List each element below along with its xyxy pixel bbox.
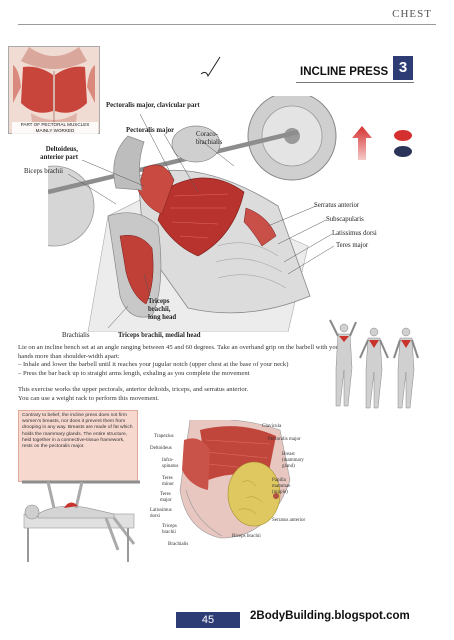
page-number: 45	[201, 614, 215, 626]
site-watermark[interactable]: 2BodyBuilding.blogspot.com	[250, 610, 410, 622]
callout-text: Contrary to belief, the incline press do…	[22, 413, 133, 450]
label-pec-clavicular: Pectoralis major, clavicular part	[106, 102, 200, 109]
label-clavicula: Clavicula	[262, 424, 282, 429]
header-rule	[18, 24, 436, 25]
label-deltoideus: Deltoideus	[150, 446, 172, 451]
label-trapezius: Trapezius	[154, 434, 174, 439]
label-teres-major: Teres major	[336, 242, 369, 249]
page-badge	[176, 612, 240, 628]
instruction-line: – Press the bar back up to straight arms…	[18, 369, 250, 377]
exercise-number: 3	[393, 56, 413, 80]
label-triceps-long: Triceps brachii, long head	[148, 298, 177, 321]
red-dot-icon	[394, 130, 412, 141]
label-biceps: Biceps brachii	[24, 168, 64, 175]
label-papilla: Papilla mammae (nipple)	[272, 478, 291, 495]
summary-text: This exercise works the upper pectorals,…	[18, 386, 348, 403]
label-infraspinatus: Infra-spinatus	[162, 458, 179, 469]
label-breast: Breast (mammary gland)	[282, 452, 304, 469]
title-rule	[296, 82, 414, 83]
label-brachialis-2: Brachialis	[168, 542, 189, 547]
instruction-line: Lie on an incline bench set at an angle …	[18, 344, 342, 360]
label-subscapularis: Subscapularis	[326, 216, 364, 223]
breast-anatomy-illustration	[179, 420, 291, 539]
label-latissimus-dorsi: Latissimus dorsi	[332, 230, 377, 237]
lying-press-illustration	[22, 480, 140, 562]
label-biceps-2: Biceps brachii	[232, 534, 261, 539]
label-brachialis: Brachialis	[62, 332, 90, 339]
check-mark-icon	[200, 56, 221, 78]
label-teres-minor: Teres minor	[162, 476, 174, 487]
label-pec-major-2: Pectoralis major	[268, 437, 301, 442]
summary-line: This exercise works the upper pectorals,…	[18, 386, 249, 393]
label-triceps-medial: Triceps brachii, medial head	[118, 332, 201, 339]
callout-box	[18, 410, 138, 482]
label-serratus-2: Serratus anterior	[272, 518, 306, 523]
label-teres-major-2: Teres major	[160, 492, 172, 503]
instructions-text: Lie on an incline bench set at an angle …	[18, 344, 348, 378]
pectoral-thumbnail	[8, 46, 100, 134]
standing-figures-illustration	[329, 319, 419, 409]
exercise-title: INCLINE PRESS	[300, 66, 389, 78]
navy-dot-icon	[394, 146, 412, 157]
thumbnail-caption: PART OF PECTORAL MUSCLES MAINLY WORKED	[12, 122, 98, 134]
label-coracobrachialis: Coraco-brachialis	[196, 131, 223, 146]
label-latissimus-2: Latissimus dorsi	[150, 508, 172, 519]
chapter-title: CHEST	[392, 8, 432, 20]
label-triceps-2: Triceps brachii	[162, 524, 177, 535]
summary-line: You can use a weight rack to perform thi…	[18, 394, 160, 402]
incline-press-illustration	[48, 96, 337, 332]
label-serratus-anterior: Serratus anterior	[314, 202, 360, 209]
label-pectoralis-major: Pectoralis major	[126, 127, 175, 134]
up-arrow-icon	[352, 126, 372, 160]
label-deltoid-anterior: Deltoideus, anterior part	[40, 146, 78, 161]
instruction-line: – Inhale and lower the barbell until it …	[18, 361, 289, 369]
